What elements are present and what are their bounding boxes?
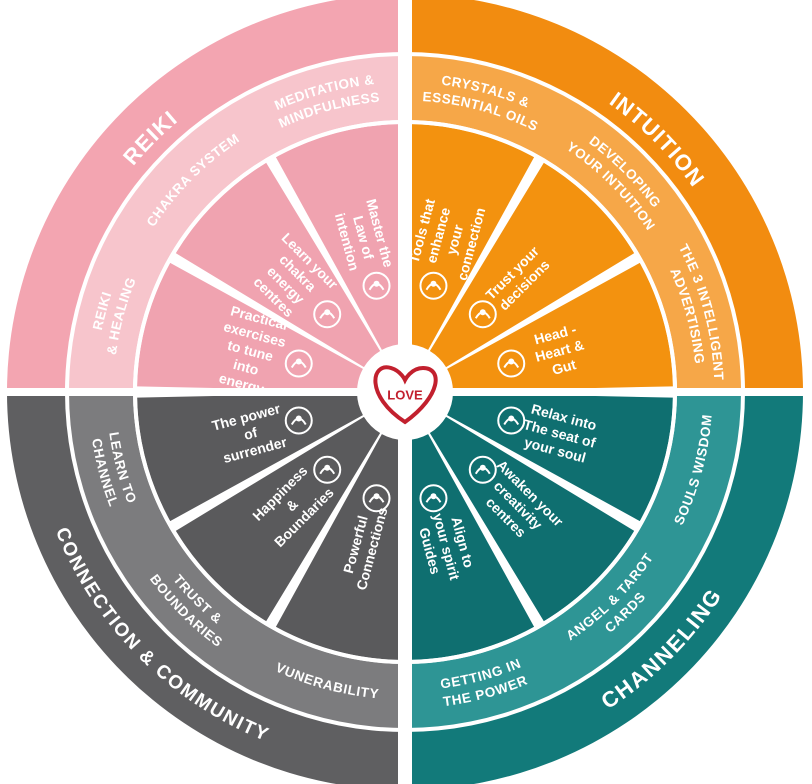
center-hub: LOVE bbox=[363, 350, 447, 434]
creativity-heads-icon bbox=[468, 455, 497, 484]
heart-icon bbox=[373, 365, 438, 425]
quadrant-connection-community: CONNECTION & COMMUNITYVUNERABILITYPowerf… bbox=[7, 392, 405, 784]
segment-wedge bbox=[406, 434, 535, 660]
segment-wedge bbox=[175, 162, 381, 368]
intention-hands-icon bbox=[362, 271, 391, 300]
cycle-icon bbox=[497, 349, 526, 378]
growth-chart-icon bbox=[419, 271, 448, 300]
segment-wedge bbox=[429, 162, 635, 368]
quadrant-ring-band bbox=[405, 392, 741, 728]
segment-wedge bbox=[447, 262, 673, 391]
quadrant-ring-band bbox=[69, 56, 405, 392]
quadrant-outer-band bbox=[405, 392, 803, 784]
center-label: LOVE bbox=[387, 387, 423, 402]
quadrant-ring-band bbox=[69, 392, 405, 728]
quadrant-outer-band bbox=[7, 0, 405, 392]
support-hand-icon bbox=[468, 300, 497, 329]
segment-wedge bbox=[137, 393, 363, 522]
quadrant-outer-band bbox=[405, 0, 803, 392]
connection-cycle-icon bbox=[362, 484, 391, 513]
soul-hand-icon bbox=[497, 406, 526, 435]
segment-wedge bbox=[447, 393, 673, 522]
segment-wedge bbox=[275, 434, 404, 660]
spirit-guide-icon bbox=[419, 484, 448, 513]
segment-wedge bbox=[137, 262, 363, 391]
quadrant-outer-band bbox=[7, 392, 405, 784]
handshake-icon bbox=[313, 455, 342, 484]
energy-waves-icon bbox=[284, 349, 313, 378]
segment-wedge bbox=[275, 124, 404, 350]
quadrant-ring-band bbox=[405, 56, 741, 392]
ring-separator bbox=[133, 120, 677, 664]
people-group-icon bbox=[284, 406, 313, 435]
segment-wedge bbox=[406, 124, 535, 350]
chakra-hand-icon bbox=[313, 300, 342, 329]
